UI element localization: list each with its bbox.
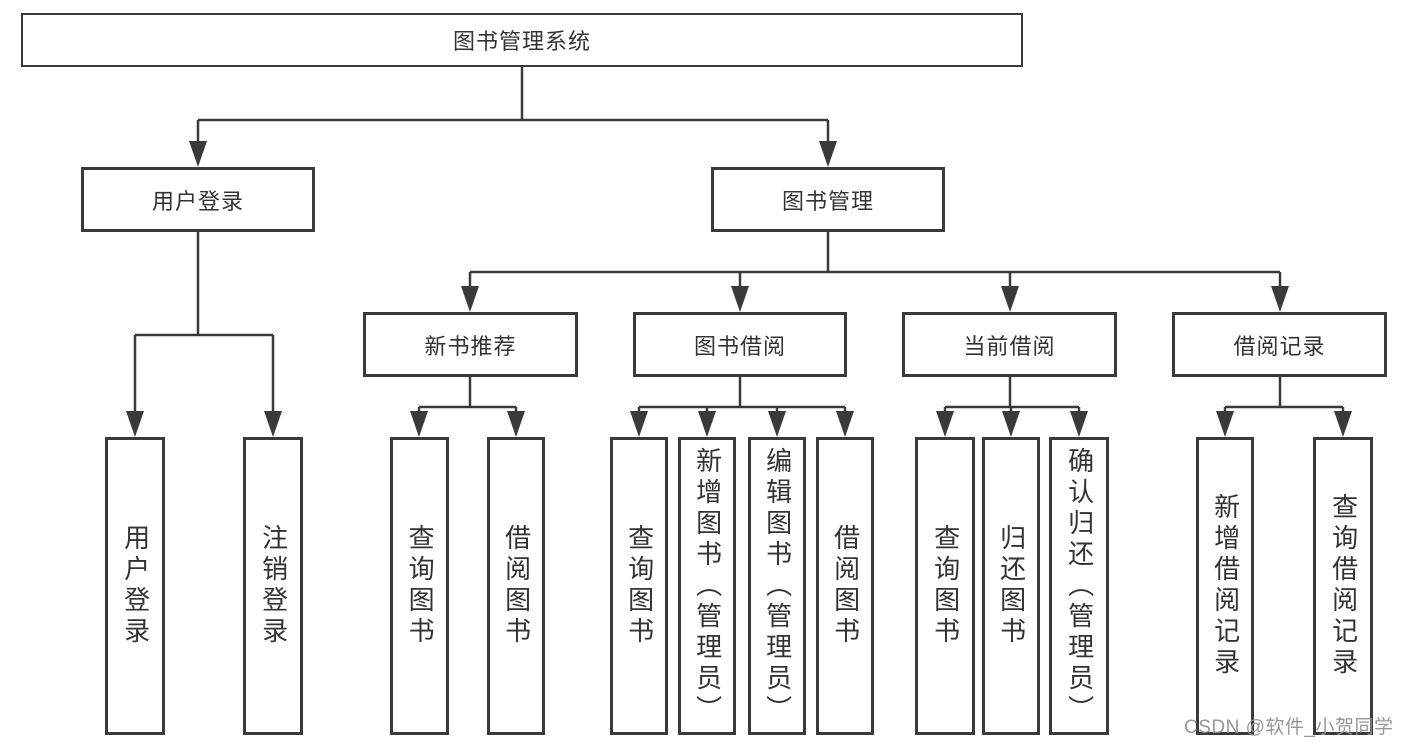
leaf-label: 确认归还（管理员）: [1064, 446, 1095, 726]
node-book-management: 图书管理: [711, 167, 945, 232]
leaf-logout: 注销登录: [243, 437, 303, 735]
leaf-label: 查询图书: [405, 524, 436, 648]
node-label: 用户登录: [151, 188, 244, 214]
leaf-label: 新增图书（管理员）: [692, 446, 723, 726]
leaf-label: 注销登录: [258, 524, 289, 648]
leaf-return-books: 归还图书: [982, 437, 1040, 735]
node-label: 图书管理系统: [452, 29, 591, 54]
csdn-watermark: CSDN @软件_小贺同学: [1184, 717, 1394, 738]
leaf-label: 借阅图书: [501, 524, 532, 648]
connector-current-borrow-split: [936, 377, 1088, 437]
connector-user-login-split: [126, 232, 282, 437]
connector-book-borrow-split: [630, 377, 854, 437]
connector-new-book-split: [410, 377, 525, 437]
leaf-confirm-return-admin: 确认归还（管理员）: [1049, 437, 1109, 735]
node-label: 当前借阅: [963, 333, 1056, 359]
node-new-book-recommendation: 新书推荐: [363, 312, 578, 377]
node-label: 新书推荐: [424, 333, 517, 359]
leaf-edit-books-admin: 编辑图书（管理员）: [748, 437, 806, 735]
leaf-user-login: 用户登录: [105, 437, 165, 735]
leaf-query-books: 查询图书: [915, 437, 975, 735]
leaf-label: 编辑图书（管理员）: [762, 446, 793, 726]
leaf-query-borrow-record: 查询借阅记录: [1313, 437, 1373, 735]
node-user-login: 用户登录: [81, 167, 315, 232]
node-borrowing-records: 借阅记录: [1172, 312, 1387, 377]
leaf-query-books: 查询图书: [610, 437, 668, 735]
leaf-add-books-admin: 新增图书（管理员）: [678, 437, 736, 735]
leaf-label: 归还图书: [996, 524, 1027, 648]
leaf-label: 查询图书: [624, 524, 655, 648]
leaf-label: 用户登录: [120, 524, 151, 648]
leaf-query-books: 查询图书: [390, 437, 449, 735]
leaf-label: 查询图书: [930, 524, 961, 648]
leaf-label: 借阅图书: [830, 524, 861, 648]
leaf-borrow-books: 借阅图书: [487, 437, 545, 735]
node-library-management-system: 图书管理系统: [21, 13, 1023, 67]
node-label: 图书管理: [781, 188, 874, 214]
node-label: 借阅记录: [1233, 333, 1326, 359]
connector-root-split: [189, 67, 837, 167]
connector-book-management-split: [461, 232, 1289, 312]
leaf-add-borrow-record: 新增借阅记录: [1196, 437, 1254, 735]
node-label: 图书借阅: [693, 333, 786, 359]
node-book-borrowing: 图书借阅: [633, 312, 847, 377]
leaf-label: 查询借阅记录: [1328, 493, 1359, 679]
node-current-borrowing: 当前借阅: [902, 312, 1117, 377]
leaf-borrow-books: 借阅图书: [816, 437, 874, 735]
connector-borrow-records-split: [1216, 377, 1352, 437]
leaf-label: 新增借阅记录: [1210, 493, 1241, 679]
